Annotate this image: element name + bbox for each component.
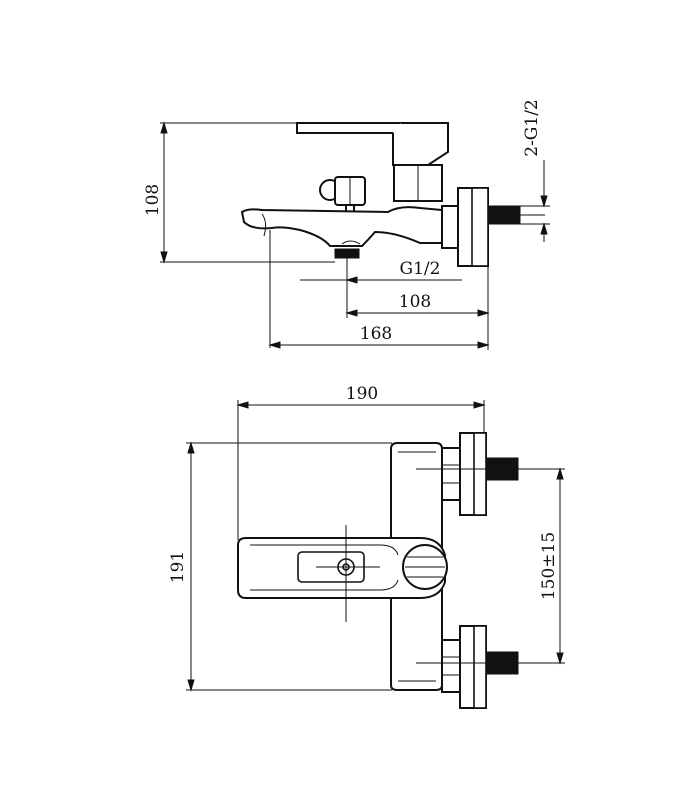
depth-dim-label: 191 — [168, 551, 188, 583]
spout-to-wall-dim-label: 168 — [360, 324, 392, 344]
side-view: 108 2-G1/2 G1/2 108 168 — [143, 99, 550, 350]
nut-bottom — [441, 639, 461, 693]
inlet-thread-label: 2-G1/2 — [522, 99, 542, 157]
outlet-thread-label: G1/2 — [400, 259, 441, 279]
handle-housing — [392, 122, 449, 166]
nut — [441, 205, 459, 249]
outlet-thread — [334, 248, 360, 259]
spout — [240, 206, 443, 247]
outlet-to-wall-dim-label: 108 — [399, 292, 431, 312]
width-dim-label: 190 — [346, 384, 378, 404]
handle-lever — [296, 122, 402, 134]
center-distance-dim-label: 150±15 — [539, 532, 559, 600]
height-dim-label: 108 — [143, 184, 163, 216]
nut-top — [441, 447, 461, 501]
top-view: 190 191 — [168, 384, 565, 709]
